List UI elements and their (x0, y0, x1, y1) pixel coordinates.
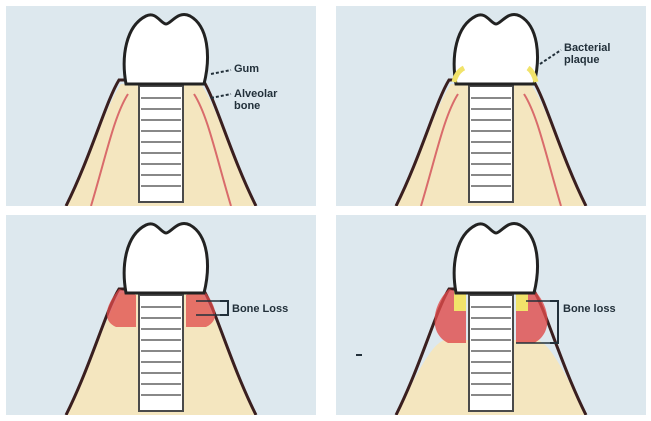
implant-illustration (336, 215, 646, 415)
bone-loss-label: Bone loss (563, 303, 616, 315)
gum-label: Gum (234, 63, 259, 75)
crown-icon (124, 15, 207, 84)
implant-illustration (6, 215, 316, 415)
panel-bacterial-plaque: Bacterial plaque (336, 6, 646, 206)
bacterial-plaque-label: Bacterial plaque (564, 42, 624, 66)
panel-bone-loss-early: Bone Loss (6, 215, 316, 415)
panel-bone-loss-advanced: Bone loss (336, 215, 646, 415)
implant-screw-icon (139, 86, 183, 202)
alveolar-bone-label: Alveolar bone (234, 88, 284, 112)
implant-illustration (336, 6, 646, 206)
bone-loss-label: Bone Loss (232, 303, 288, 315)
panel-healthy-implant: Gum Alveolar bone (6, 6, 316, 206)
